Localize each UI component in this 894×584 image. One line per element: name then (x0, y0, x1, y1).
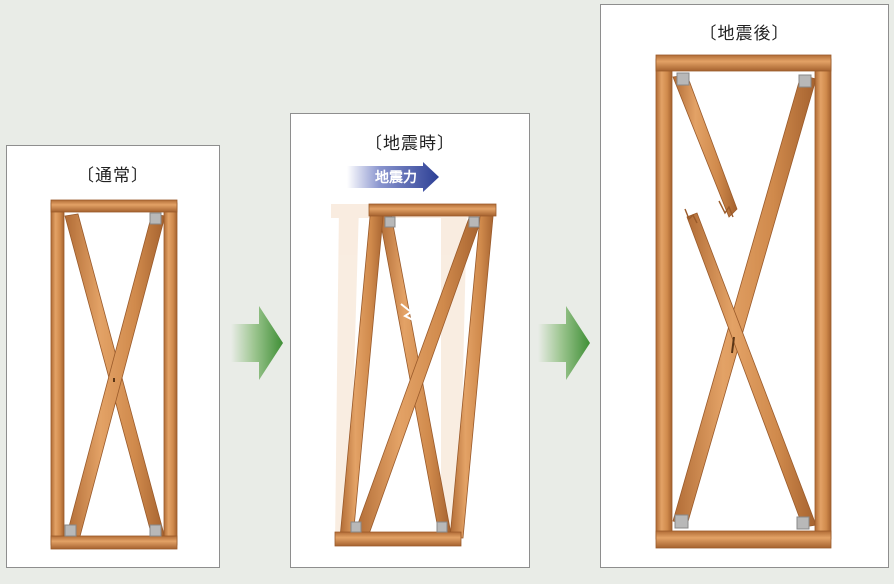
bottom-beam (655, 530, 832, 549)
seismic-force-label: 地震力 (375, 170, 417, 186)
metal-plate (350, 521, 362, 533)
left-post (50, 202, 65, 546)
metal-plate (676, 72, 690, 86)
top-beam (368, 203, 497, 217)
metal-plate (468, 216, 480, 228)
panel-normal: 〔通常〕 (6, 145, 220, 568)
panel-title-normal: 〔通常〕 (77, 166, 149, 186)
metal-plate (796, 516, 810, 530)
metal-plate (64, 524, 77, 537)
panel-during: 〔地震時〕 地震力 (290, 113, 530, 568)
panel-title-after: 〔地震後〕 (699, 24, 790, 44)
bottom-beam (50, 535, 178, 550)
metal-plate (798, 74, 812, 88)
top-beam (50, 199, 178, 213)
stage-arrow (231, 306, 283, 380)
bottom-beam (334, 531, 462, 547)
brace-right-to-left (672, 74, 817, 526)
metal-plate (674, 514, 689, 529)
brace-broken-upper (672, 74, 738, 218)
wall-frame-during (331, 203, 497, 547)
stage-arrow (538, 306, 590, 380)
metal-plate (149, 212, 162, 225)
panel-title-during: 〔地震時〕 (365, 134, 455, 154)
seismic-force-arrow: 地震力 (347, 162, 439, 192)
left-post (655, 58, 673, 540)
metal-plate (436, 521, 448, 533)
metal-plate (384, 216, 396, 228)
right-post (163, 202, 178, 546)
metal-plate (149, 524, 162, 537)
wall-frame-after (655, 54, 832, 549)
top-beam (655, 54, 832, 72)
panel-after: 〔地震後〕 (600, 4, 889, 568)
right-post (814, 58, 832, 540)
wall-frame-normal (50, 199, 178, 550)
